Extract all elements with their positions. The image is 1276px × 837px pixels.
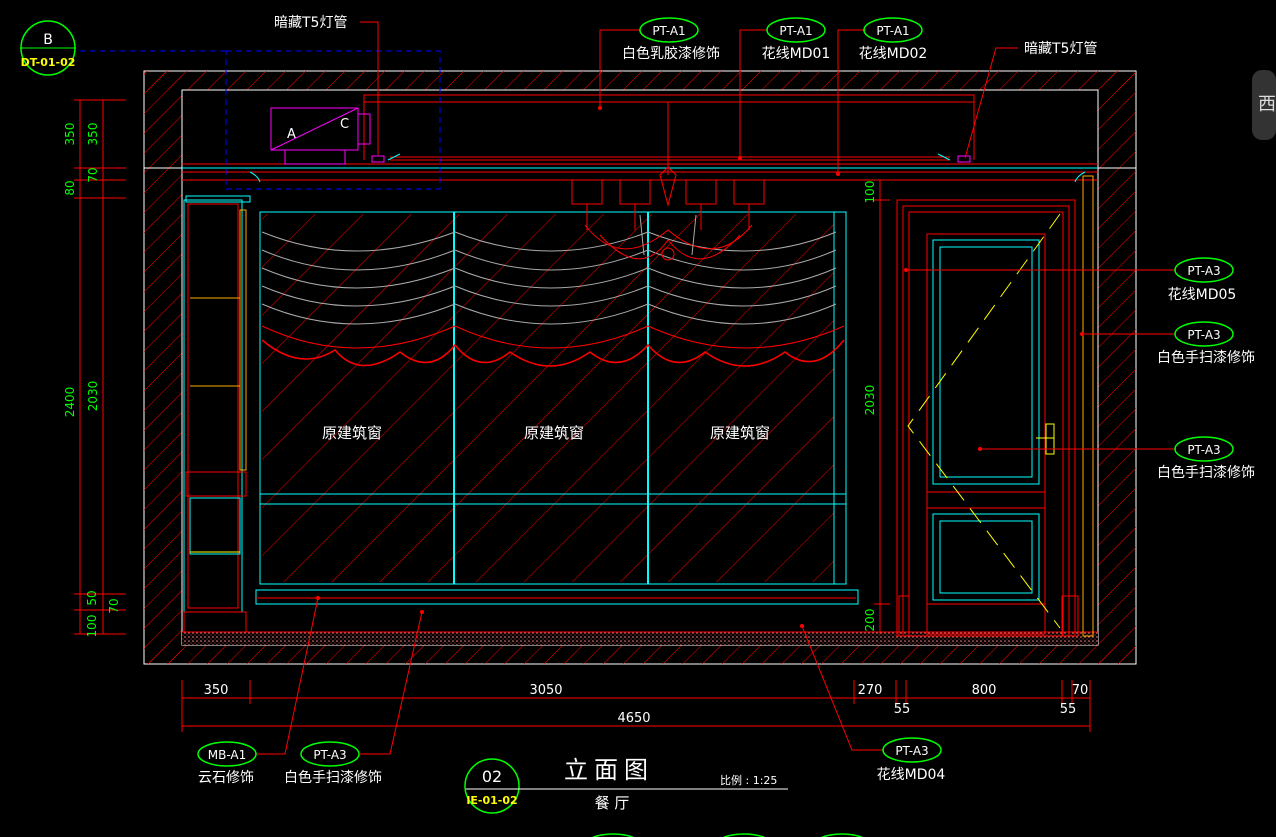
main-bubble-number: 02 — [482, 767, 502, 786]
dim-bottom-small-2: 55 — [1060, 702, 1077, 717]
callout-text: 暗藏T5灯管 暗藏T5灯管 PT-A1 白色乳胶漆修饰 PT-A1 花线MD01… — [198, 15, 1255, 786]
dim-left-outer-1: 350 — [63, 123, 77, 146]
dims-bottom — [181, 680, 1091, 732]
dims-bottom-text: 350 3050 270 800 70 55 55 4650 — [204, 683, 1089, 726]
callout-right3-text: 白色手扫漆修饰 — [1157, 464, 1255, 481]
leader-lines — [256, 21, 1176, 755]
drawing-subtitle: 餐 厅 — [595, 794, 630, 812]
edge-text: 西 — [1258, 94, 1276, 115]
dim-bottom-4: 800 — [972, 683, 997, 698]
drawing-scale: 比例 : 1:25 — [720, 773, 777, 787]
left-cabinet — [183, 195, 251, 637]
callout-top1-code: PT-A1 — [652, 24, 685, 38]
callout-t5-right: 暗藏T5灯管 — [1024, 41, 1097, 57]
sill-and-floor — [182, 589, 1098, 645]
dim-door-top: 100 — [863, 181, 877, 204]
drawing-title: 立面图 — [564, 756, 654, 784]
dim-bottom-small-1: 55 — [894, 702, 911, 717]
dim-left-outer-3: 2400 — [63, 387, 77, 418]
callout-t5-left: 暗藏T5灯管 — [274, 15, 347, 31]
dim-left-inner-4: 50 — [85, 590, 99, 605]
callout-right3-code: PT-A3 — [1187, 443, 1220, 457]
ac-unit: A C — [80, 50, 441, 190]
callout-top1-text: 白色乳胶漆修饰 — [622, 45, 720, 62]
window-label-2: 原建筑窗 — [524, 424, 584, 442]
callout-right1-code: PT-A3 — [1187, 264, 1220, 278]
main-bubble-ref: IE-01-02 — [466, 794, 517, 807]
callout-right2-code: PT-A3 — [1187, 328, 1220, 342]
window: 原建筑窗 原建筑窗 原建筑窗 — [259, 211, 847, 585]
callout-br-text: 花线MD04 — [877, 767, 946, 783]
dim-bottom-2: 3050 — [529, 683, 562, 698]
title-block: B DT-01-02 02 IE-01-02 立面图 餐 厅 比例 : 1:25 — [20, 32, 788, 812]
callout-bl1-text: 云石修饰 — [198, 770, 254, 786]
callout-right2-text: 白色手扫漆修饰 — [1157, 349, 1255, 366]
dim-total: 4650 — [617, 711, 650, 726]
callout-top2-text: 花线MD01 — [762, 46, 831, 62]
dim-left-outer-2: 80 — [63, 180, 77, 195]
dim-left-inner-1: 350 — [86, 123, 100, 146]
dim-bottom-3: 270 — [858, 683, 883, 698]
section-bubble-ref: DT-01-02 — [21, 56, 76, 69]
dims-left-text: 350 80 2400 100 350 70 2030 50 70 — [63, 123, 121, 638]
dim-bottom-1: 350 — [204, 683, 229, 698]
callout-top3-code: PT-A1 — [876, 24, 909, 38]
callout-bl2-code: PT-A3 — [313, 748, 346, 762]
edge-panel — [1252, 70, 1276, 140]
callout-top3-text: 花线MD02 — [859, 46, 928, 62]
callout-right1-text: 花线MD05 — [1168, 287, 1237, 303]
dim-door-height: 2030 — [863, 385, 877, 416]
dim-left-inner-5: 70 — [107, 598, 121, 613]
dim-bottom-5: 70 — [1072, 683, 1089, 698]
window-label-1: 原建筑窗 — [322, 424, 382, 442]
edge-fragments — [591, 833, 864, 837]
callout-top2-code: PT-A1 — [779, 24, 812, 38]
dim-left-inner-3: 2030 — [86, 381, 100, 412]
section-bubble-letter: B — [43, 32, 53, 48]
leader-dots — [316, 106, 1084, 628]
dim-left-outer-4: 100 — [85, 615, 99, 638]
callout-br-code: PT-A3 — [895, 744, 928, 758]
dim-door-bottom: 200 — [863, 609, 877, 632]
dims-left — [74, 99, 126, 635]
door — [896, 175, 1094, 637]
ac-label-a: A — [287, 127, 296, 142]
dim-left-inner-2: 70 — [86, 167, 100, 182]
callout-bl2-text: 白色手扫漆修饰 — [284, 769, 382, 786]
callout-ellipses — [20, 17, 1234, 814]
chandelier — [571, 102, 765, 261]
callout-bl1-code: MB-A1 — [208, 748, 247, 762]
ac-label-c: C — [340, 117, 349, 132]
ceiling — [182, 94, 1098, 183]
dims-door: 100 2030 200 — [863, 180, 890, 634]
window-label-3: 原建筑窗 — [710, 424, 770, 442]
